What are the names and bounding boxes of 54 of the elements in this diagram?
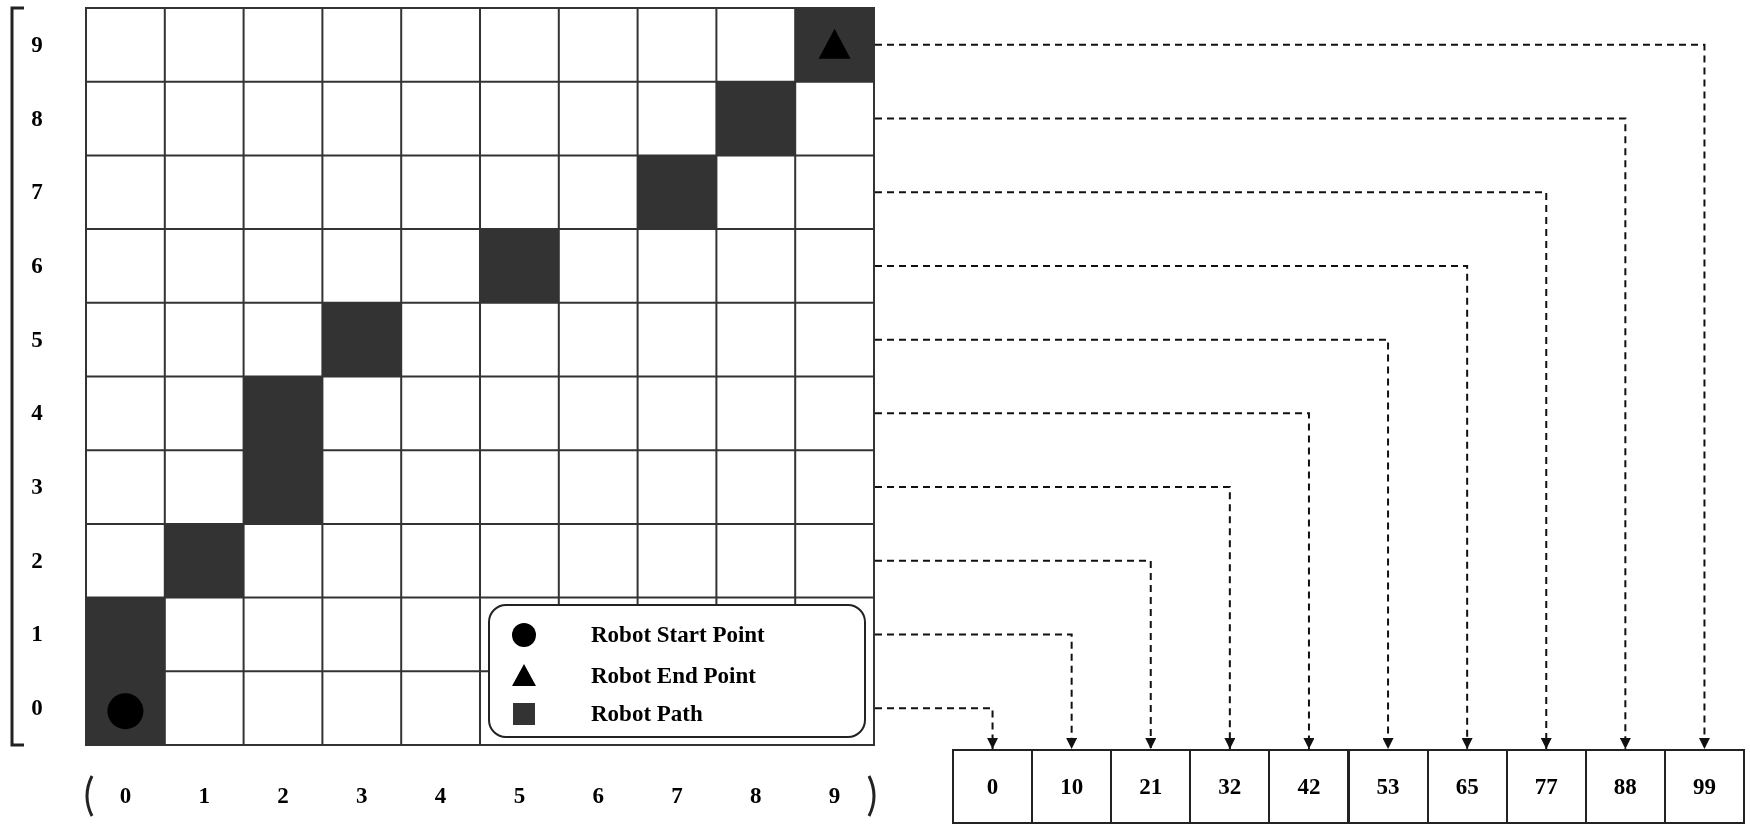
array-cell <box>1189 749 1271 824</box>
column-index: 5 <box>513 783 526 809</box>
dashed-arrow <box>874 412 1315 750</box>
dashed-arrow <box>874 191 1552 750</box>
array-cell <box>1268 749 1350 824</box>
column-index: 0 <box>119 783 132 809</box>
column-index: 1 <box>198 783 210 809</box>
dashed-arrow <box>874 486 1236 750</box>
array-value: 53 <box>1376 773 1400 800</box>
row-index: 8 <box>31 105 43 132</box>
array-value: 65 <box>1455 773 1479 800</box>
array-cell <box>952 749 1034 824</box>
row-index: 0 <box>31 695 43 722</box>
column-index: 3 <box>356 783 368 809</box>
array-value: 42 <box>1297 773 1321 800</box>
array-value: 21 <box>1139 773 1163 800</box>
array-value: 77 <box>1534 773 1558 800</box>
row-index: 5 <box>31 326 43 353</box>
dashed-arrow <box>874 264 1473 750</box>
dashed-arrow <box>874 43 1710 750</box>
column-index: 2 <box>277 783 289 809</box>
column-index: 4 <box>434 783 447 809</box>
array-cell <box>1663 749 1745 824</box>
legend-label: Robot Path <box>591 701 703 727</box>
row-index: 9 <box>31 31 43 58</box>
row-index: 3 <box>31 474 43 501</box>
column-index: 9 <box>828 783 841 809</box>
row-index: 1 <box>31 621 43 648</box>
row-index: 6 <box>31 252 43 279</box>
dashed-arrow <box>874 117 1631 750</box>
array-value: 32 <box>1218 773 1242 800</box>
column-index: 6 <box>592 783 604 809</box>
dashed-arrow <box>874 559 1157 750</box>
column-index: 8 <box>750 783 762 809</box>
row-index: 2 <box>31 547 43 574</box>
row-index: 4 <box>31 400 43 427</box>
dashed-arrow <box>874 633 1078 750</box>
array-cell <box>1584 749 1666 824</box>
legend-label: Robot End Point <box>591 663 756 689</box>
row-index: 7 <box>31 179 43 206</box>
array-cell <box>1031 749 1113 824</box>
array-cell <box>1426 749 1508 824</box>
dashed-arrow <box>874 338 1394 750</box>
array-value: 10 <box>1060 773 1084 800</box>
grid-drawing <box>85 7 875 746</box>
array-value: 99 <box>1692 773 1716 800</box>
dashed-arrow <box>874 707 999 750</box>
array-cell <box>1347 749 1429 824</box>
column-index: 7 <box>671 783 683 809</box>
array-value: 0 <box>986 773 999 800</box>
array-cell <box>1505 749 1587 824</box>
array-cell <box>1110 749 1192 824</box>
array-value: 88 <box>1613 773 1637 800</box>
legend-label: Robot Start Point <box>591 622 765 648</box>
